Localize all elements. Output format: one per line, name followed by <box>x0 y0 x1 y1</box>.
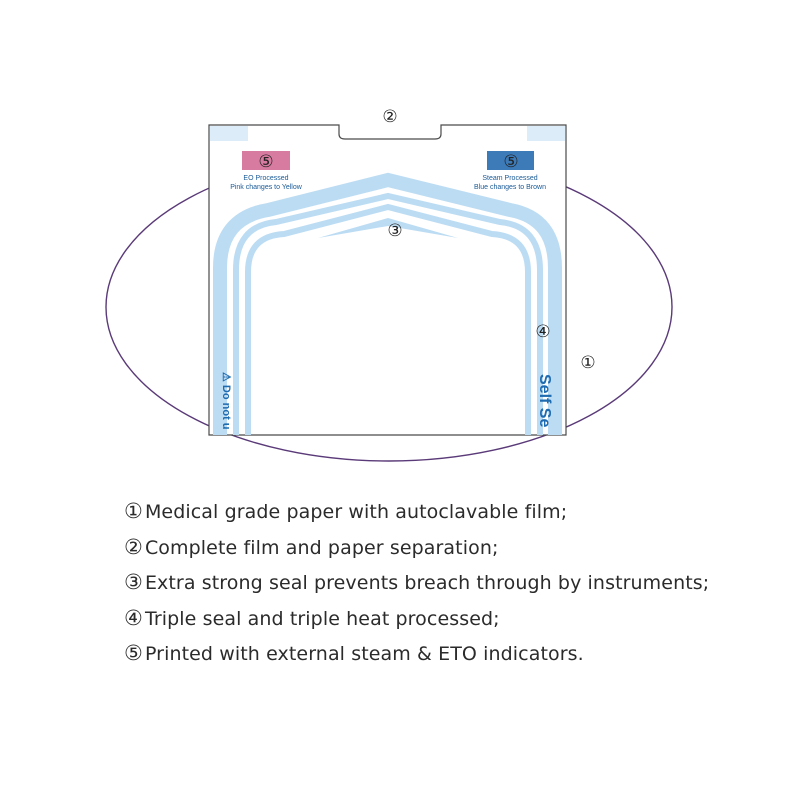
corner-tab-right <box>527 126 565 141</box>
feature-number: ⑤ <box>124 641 143 665</box>
eo-indicator-swatch <box>242 151 290 170</box>
feature-text: Printed with external steam & ETO indica… <box>144 643 584 665</box>
feature-number: ① <box>124 499 143 523</box>
side-text-right: Self Se <box>536 374 553 427</box>
eo-indicator-line2: Pink changes to Yellow <box>230 184 303 191</box>
feature-number: ③ <box>124 570 143 594</box>
feature-text: Complete film and paper separation; <box>144 536 499 559</box>
eo-indicator-line1: EO Processed <box>243 175 288 182</box>
corner-tab-left <box>210 126 248 141</box>
side-text-left: ⚠ Do not u <box>220 372 232 430</box>
marker-eo-indicator: ⑤ <box>258 152 273 172</box>
steam-indicator-swatch <box>487 151 534 170</box>
pouch-diagram: EO Processed Pink changes to Yellow Stea… <box>105 107 673 462</box>
steam-indicator-line2: Blue changes to Brown <box>474 184 546 191</box>
marker-paper: ① <box>580 353 595 373</box>
marker-seal: ③ <box>387 221 402 241</box>
chevron-seal <box>213 172 562 435</box>
feature-number: ④ <box>124 605 143 630</box>
marker-separation: ② <box>382 107 397 127</box>
feature-number: ② <box>124 534 143 559</box>
feature-text: Extra strong seal prevents breach throug… <box>144 572 710 594</box>
marker-triple-seal: ④ <box>535 322 550 342</box>
feature-text: Medical grade paper with autoclavable fi… <box>144 501 568 523</box>
steam-indicator-line1: Steam Processed <box>482 175 537 182</box>
marker-steam-indicator: ⑤ <box>503 152 518 172</box>
feature-text: Triple seal and triple heat processed; <box>144 607 500 630</box>
